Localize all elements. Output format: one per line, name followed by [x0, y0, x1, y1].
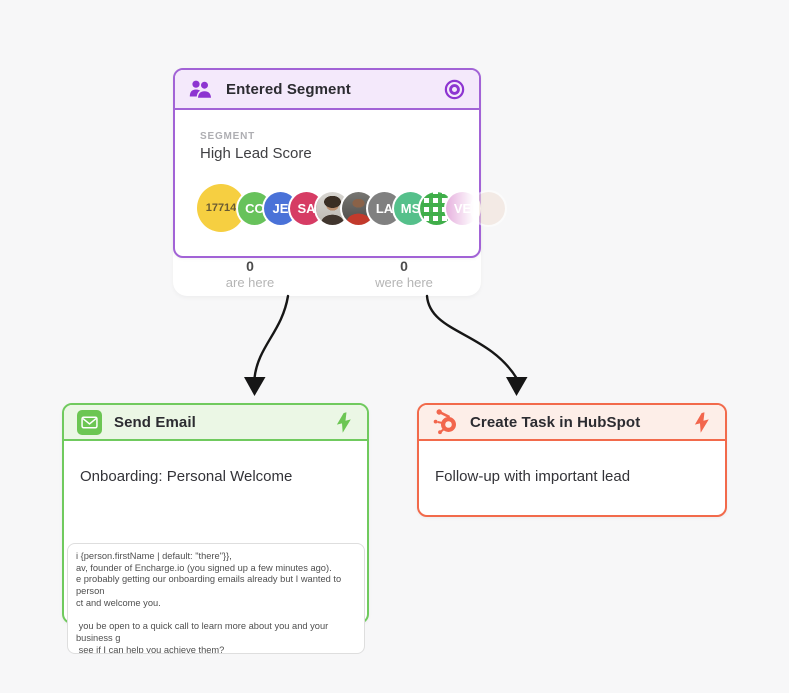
- node-send-email[interactable]: Send Email Onboarding: Personal Welcome …: [62, 403, 369, 654]
- stat-value: 0: [246, 258, 254, 274]
- node-title: Create Task in HubSpot: [470, 413, 641, 431]
- email-name: Onboarding: Personal Welcome: [80, 468, 293, 485]
- email-preview[interactable]: i {person.firstName | default: "there"}}…: [67, 543, 365, 654]
- stat-label: were here: [375, 275, 433, 290]
- node-body: Onboarding: Personal Welcome i {person.f…: [64, 441, 367, 654]
- node-body: Follow-up with important lead: [419, 441, 725, 515]
- node-entered-segment[interactable]: Entered Segment SEGMENT High Lead Score …: [173, 68, 505, 258]
- node-create-task-hubspot[interactable]: Create Task in HubSpot Follow-up with im…: [417, 403, 727, 517]
- arrow-to-create-task: [425, 294, 518, 380]
- avatar-fade: [445, 170, 479, 242]
- stat-value: 0: [400, 258, 408, 274]
- envelope-icon: [77, 409, 102, 435]
- node-title: Send Email: [114, 413, 196, 431]
- arrowhead-create-task: [506, 377, 528, 396]
- task-name: Follow-up with important lead: [435, 468, 631, 485]
- node-header[interactable]: Send Email: [64, 405, 367, 441]
- node-header[interactable]: Entered Segment: [175, 70, 479, 110]
- lightning-icon[interactable]: [333, 410, 356, 433]
- arrowhead-send-email: [244, 377, 266, 396]
- node-title: Entered Segment: [226, 80, 351, 98]
- segment-name: High Lead Score: [200, 145, 312, 162]
- target-icon[interactable]: [443, 78, 466, 101]
- hubspot-icon: [432, 409, 458, 435]
- segment-field-label: SEGMENT: [200, 131, 256, 142]
- node-header[interactable]: Create Task in HubSpot: [419, 405, 725, 441]
- node-body: SEGMENT High Lead Score 17714CCJESALAMSV…: [175, 110, 505, 256]
- avatar-count: 17714: [197, 184, 245, 232]
- stat-are-here: 0 are here: [173, 258, 327, 290]
- stat-label: are here: [225, 275, 275, 290]
- arrow-to-send-email: [253, 294, 290, 380]
- stat-were-here: 0 were here: [327, 258, 481, 290]
- lightning-icon[interactable]: [691, 410, 714, 433]
- people-icon: [188, 78, 214, 100]
